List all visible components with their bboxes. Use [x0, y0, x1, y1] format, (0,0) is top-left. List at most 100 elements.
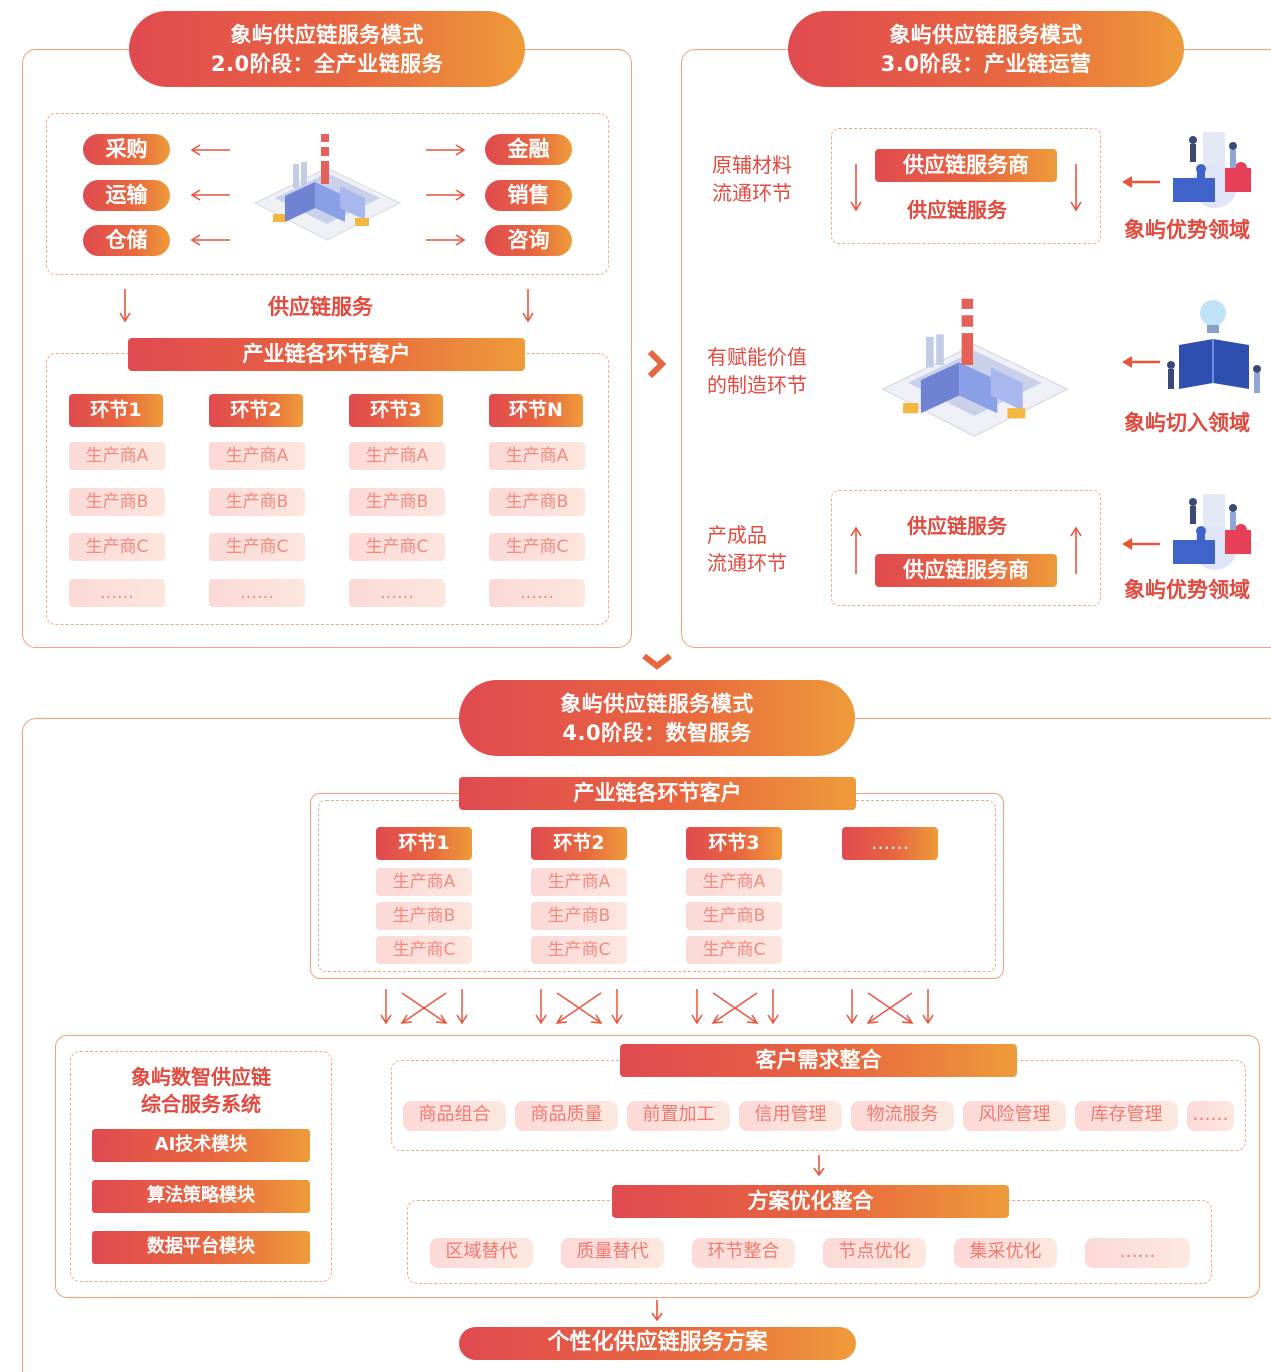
optimize-tag: 集采优化: [954, 1238, 1057, 1268]
module-algorithm: 算法策略模块: [92, 1180, 310, 1213]
stage2-col2-cell: 生产商A: [209, 442, 305, 470]
stage3-row1-label-line1: 原辅材料: [712, 153, 792, 177]
stage3-row1-arrows: [850, 164, 1082, 212]
stage4-col3-cell: 生产商A: [686, 868, 782, 896]
stage2-col4-cell: ……: [489, 579, 585, 607]
stage2-col1-cell: 生产商A: [69, 442, 165, 470]
stage2-col4-cell: 生产商C: [489, 533, 585, 561]
stage2-header-line1: 象屿供应链服务模式: [230, 23, 424, 47]
stage3-row2-label-line2: 的制造环节: [707, 373, 807, 397]
stage2-col4-title: 环节N: [489, 394, 583, 427]
stage3-header-line2: 3.0阶段：产业链运营: [880, 52, 1092, 76]
optimize-bar: 方案优化整合: [612, 1185, 1009, 1218]
stage3-row1-label-line2: 流通环节: [712, 181, 792, 205]
service-pill-purchase: 采购: [83, 134, 170, 165]
stage2-col2-title: 环节2: [209, 394, 303, 427]
stage3-row1-right-label: 象屿优势领域: [1124, 218, 1250, 242]
demand-tag: ……: [1187, 1101, 1234, 1131]
stage4-col1-cell: 生产商A: [376, 868, 472, 896]
stage2-col1-cell: 生产商B: [69, 488, 165, 516]
system-title: 象屿数智供应链 综合服务系统: [70, 1064, 332, 1118]
stage4-header: 象屿供应链服务模式 4.0阶段：数智服务: [459, 680, 855, 756]
stage4-cross-arrows: [380, 988, 934, 1024]
stage2-col2-cell: ……: [209, 579, 305, 607]
result-bar: 个性化供应链服务方案: [459, 1327, 856, 1360]
demand-down-arrow: [813, 1155, 825, 1177]
stage4-header-line2: 4.0阶段：数智服务: [562, 721, 752, 745]
stage2-col2-cell: 生产商B: [209, 488, 305, 516]
stage3-header: 象屿供应链服务模式 3.0阶段：产业链运营: [788, 11, 1184, 87]
stage3-row1-left-arrow: [1122, 176, 1160, 188]
stage3-row3-provider-bar: 供应链服务商: [875, 554, 1057, 587]
factory-illustration: [881, 298, 1069, 437]
stage3-row3-left-arrow: [1122, 538, 1160, 550]
stage4-col3-cell: 生产商C: [686, 936, 782, 964]
stage3-row1-provider-bar: 供应链服务商: [875, 149, 1057, 182]
stage4-col1-cell: 生产商B: [376, 902, 472, 930]
optimize-tag: 质量替代: [561, 1238, 664, 1268]
service-pill-storage: 仓储: [83, 225, 170, 256]
stage2-col2-cell: 生产商C: [209, 533, 305, 561]
demand-tag: 信用管理: [739, 1101, 842, 1131]
stage3-row1-label: 原辅材料 流通环节: [712, 151, 792, 207]
stage3-row3-arrows: [850, 526, 1082, 574]
demand-tag: 商品质量: [515, 1101, 618, 1131]
stage2-col3-cell: 生产商A: [349, 442, 445, 470]
service-pill-finance: 金融: [485, 134, 572, 165]
stage2-col3-cell: 生产商C: [349, 533, 445, 561]
stage3-header-line1: 象屿供应链服务模式: [889, 23, 1083, 47]
puzzle-people-icon: [1173, 132, 1251, 208]
module-data-platform: 数据平台模块: [92, 1231, 310, 1264]
factory-illustration: [253, 134, 402, 241]
demand-tag: 物流服务: [851, 1101, 954, 1131]
stage2-col1-cell: 生产商C: [69, 533, 165, 561]
puzzle-people-icon: [1173, 494, 1251, 570]
stage4-col2-title: 环节2: [531, 827, 627, 860]
stage2-col3-cell: ……: [349, 579, 445, 607]
stage4-col1-title: 环节1: [376, 827, 472, 860]
stage4-col3-title: 环节3: [686, 827, 782, 860]
stage4-col1-cell: 生产商C: [376, 936, 472, 964]
optimize-tag: 节点优化: [823, 1238, 926, 1268]
stage4-col4-title: ……: [842, 827, 938, 860]
stage2-middle-label: 供应链服务: [268, 295, 373, 319]
system-box: [70, 1051, 332, 1282]
stage2-header: 象屿供应链服务模式 2.0阶段：全产业链服务: [129, 11, 525, 87]
stage2-services-box: [46, 113, 609, 275]
stage3-row2-label-line1: 有赋能价值: [707, 345, 807, 369]
optimize-tag: ……: [1085, 1238, 1190, 1268]
stage4-col3-cell: 生产商B: [686, 902, 782, 930]
stage2-col4-cell: 生产商A: [489, 442, 585, 470]
stage3-row3-label-line1: 产成品: [707, 523, 767, 547]
stage3-row2-left-arrow: [1122, 356, 1160, 368]
stage2-header-line2: 2.0阶段：全产业链服务: [210, 52, 444, 76]
stage3-row1-box: [831, 128, 1101, 244]
stage4-col2-cell: 生产商B: [531, 902, 627, 930]
stage2-col3-cell: 生产商B: [349, 488, 445, 516]
stage2-down-arrows: [119, 289, 534, 323]
stage2-customers-bar: 产业链各环节客户: [128, 338, 525, 371]
chevron-down-icon: [642, 653, 672, 670]
optimize-tag: 环节整合: [692, 1238, 795, 1268]
system-title-line1: 象屿数智供应链: [131, 1065, 271, 1089]
stage4-solution-panel: [55, 1035, 1260, 1298]
stage4-col2-cell: 生产商A: [531, 868, 627, 896]
service-pill-transport: 运输: [83, 180, 170, 211]
service-pill-sales: 销售: [485, 180, 572, 211]
optimize-tag: 区域替代: [430, 1238, 533, 1268]
module-ai: AI技术模块: [92, 1129, 310, 1162]
stage2-col4-cell: 生产商B: [489, 488, 585, 516]
service-pill-consulting: 咨询: [485, 225, 572, 256]
stage2-col1-cell: ……: [69, 579, 165, 607]
result-down-arrow: [651, 1300, 663, 1322]
service-arrows: [190, 144, 466, 246]
stage3-row2-right-label: 象屿切入领域: [1124, 411, 1250, 435]
demand-bar: 客户需求整合: [620, 1044, 1017, 1077]
stage3-row3-label-line2: 流通环节: [707, 551, 787, 575]
demand-tag: 风险管理: [963, 1101, 1066, 1131]
stage4-header-line1: 象屿供应链服务模式: [560, 692, 754, 716]
stage2-col3-title: 环节3: [349, 394, 443, 427]
stage3-row3-box: [831, 490, 1101, 606]
demand-tag: 前置加工: [627, 1101, 730, 1131]
stage2-col1-title: 环节1: [69, 394, 163, 427]
